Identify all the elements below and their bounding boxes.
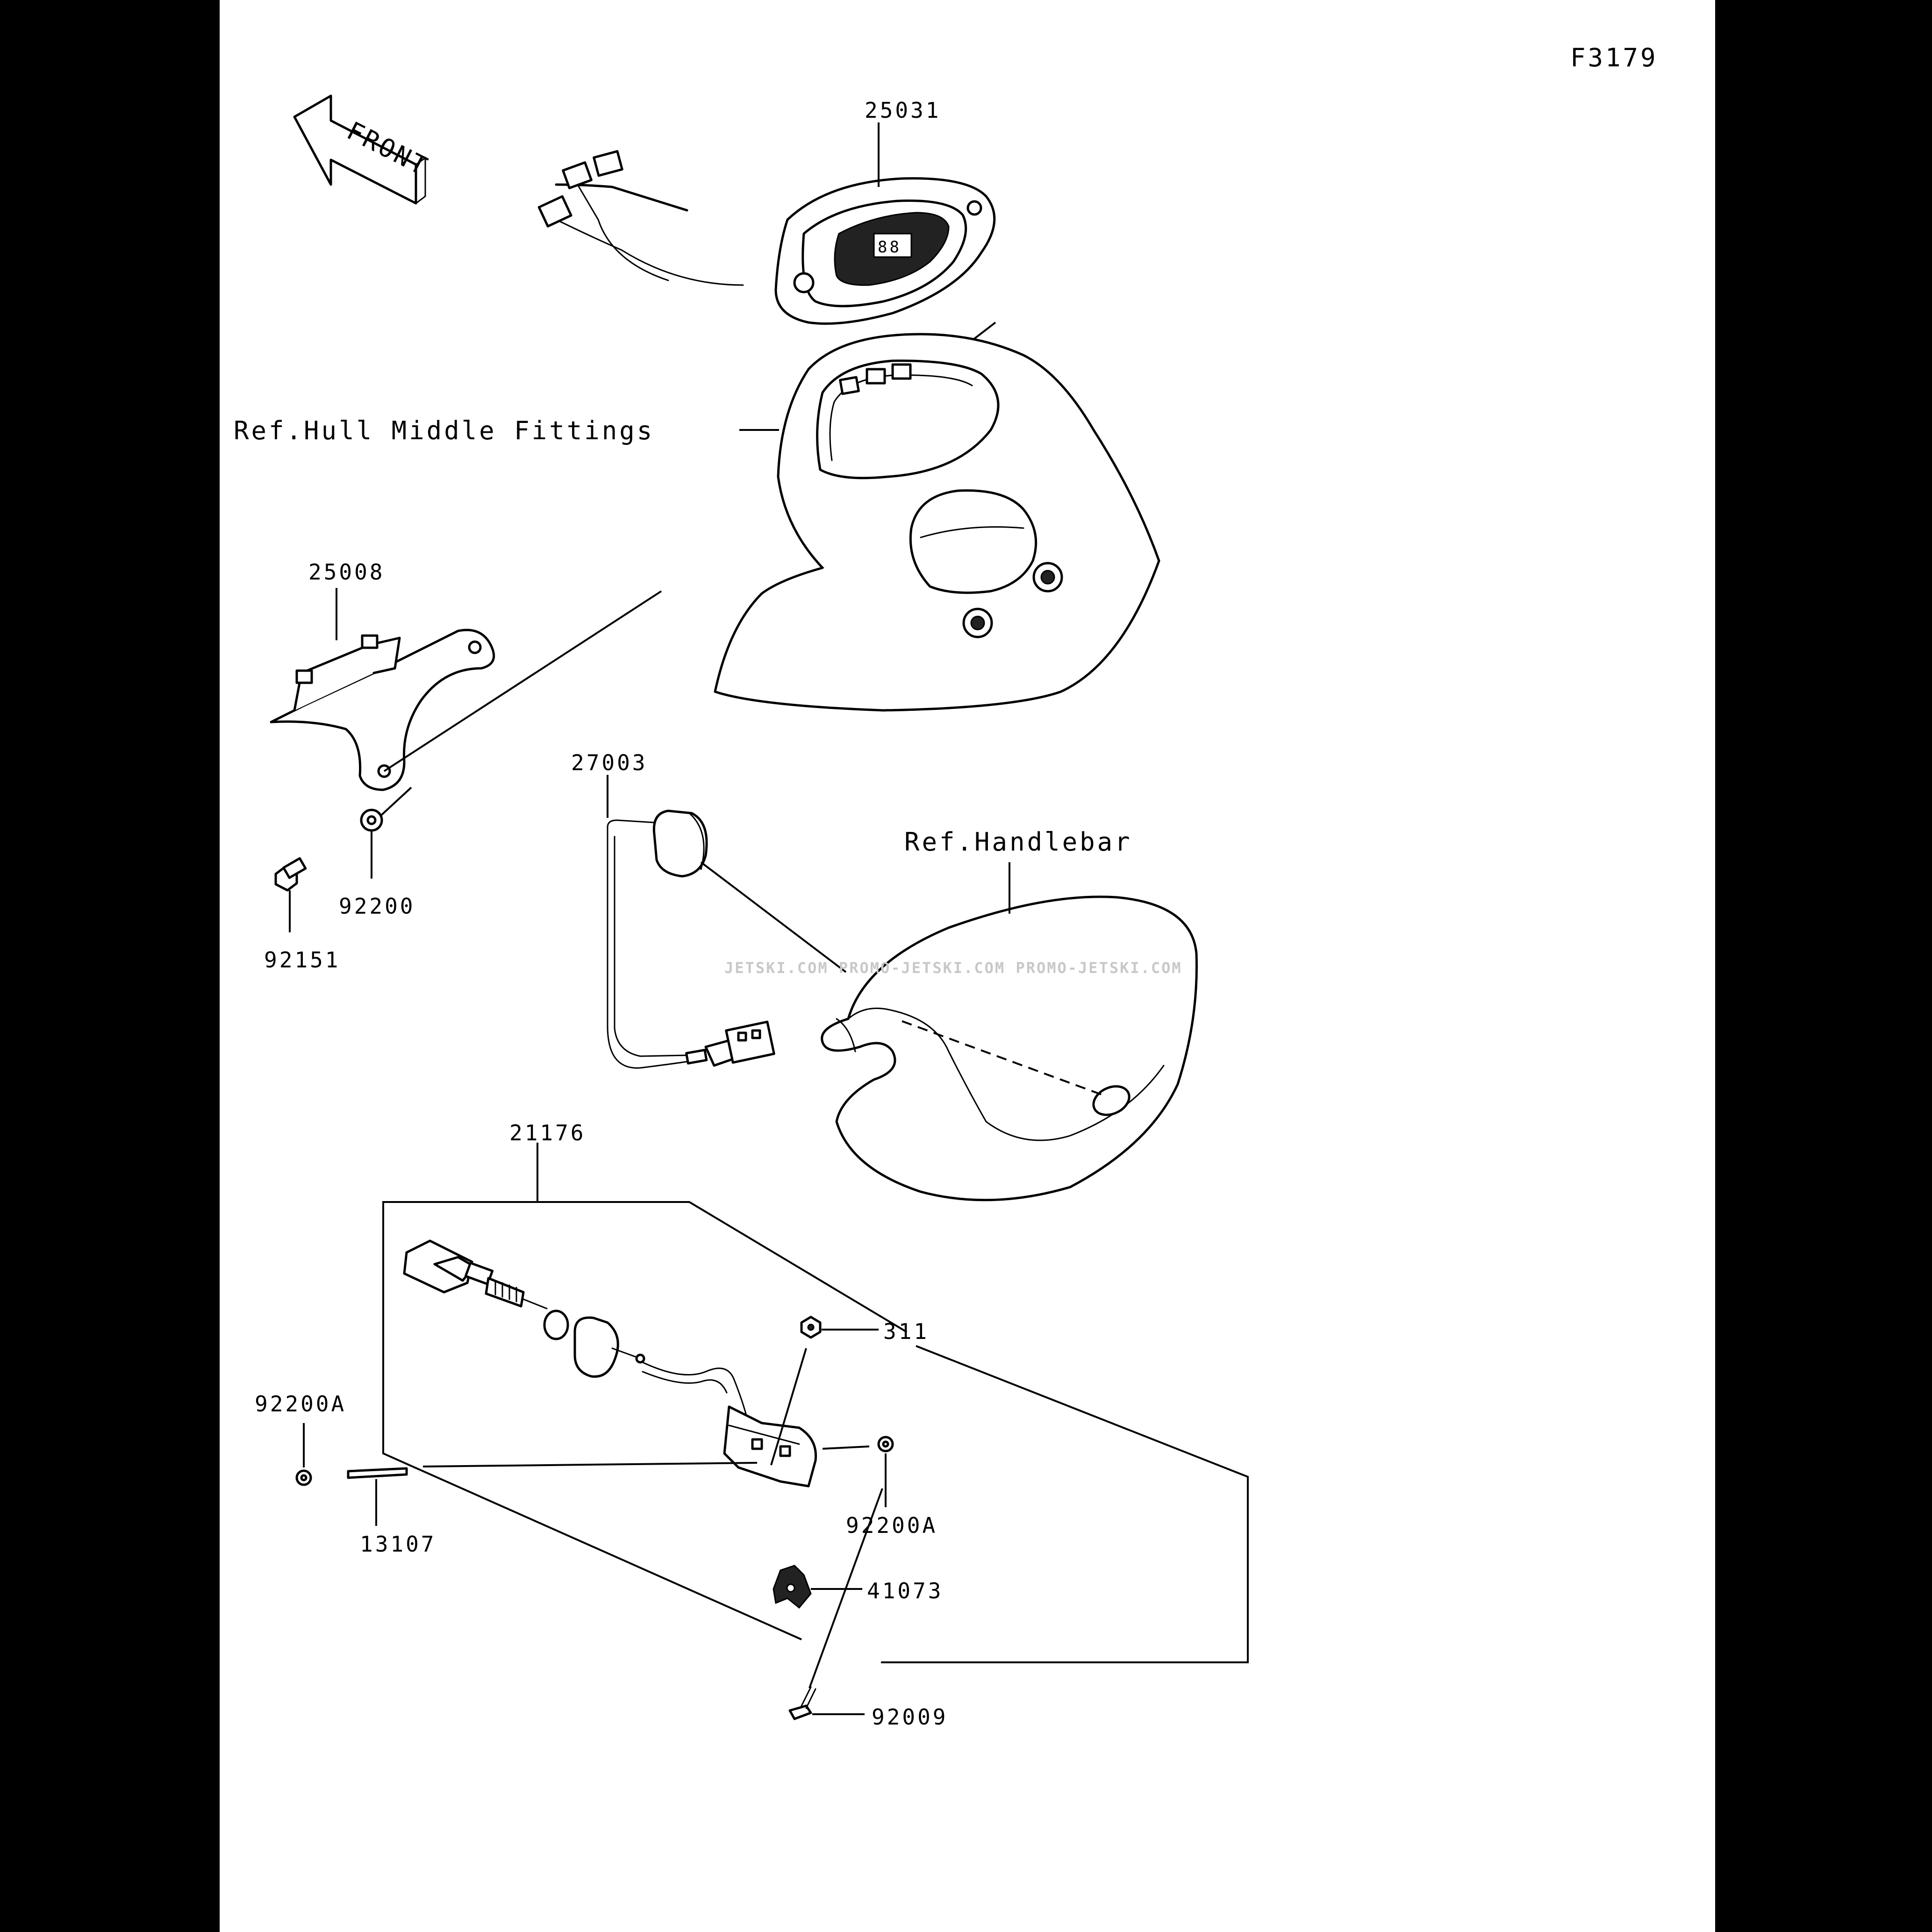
part-label-92151[interactable]: 92151 <box>264 947 340 973</box>
bolt-icon <box>274 857 307 892</box>
part-label-92009[interactable]: 92009 <box>872 1704 948 1730</box>
part-label-27003[interactable]: 27003 <box>571 750 647 775</box>
diagram-code: F3179 <box>1570 43 1658 72</box>
pin-icon <box>347 1467 408 1479</box>
front-arrow-icon: FRONT <box>293 94 434 205</box>
part-label-41073[interactable]: 41073 <box>867 1578 943 1603</box>
part-label-92200A-right[interactable]: 92200A <box>846 1513 937 1538</box>
sensor-assembly <box>607 809 775 1069</box>
hull-middle-fittings <box>714 333 1160 712</box>
part-label-25008[interactable]: 25008 <box>308 559 385 585</box>
part-label-25031[interactable]: 25031 <box>865 98 941 123</box>
watermark: JETSKI.COM PROMO-JETSKI.COM PROMO-JETSKI… <box>724 959 1182 977</box>
bracket <box>270 629 495 791</box>
parts-diagram-page: F3179 FRONT 88 25031 <box>220 0 1715 1932</box>
speed-sensor-kit <box>403 1239 817 1488</box>
ref-handlebar[interactable]: Ref.Handlebar <box>904 827 1132 857</box>
part-label-92200[interactable]: 92200 <box>339 894 415 919</box>
screw-icon <box>788 1686 816 1720</box>
grommet-icon <box>773 1565 812 1609</box>
group-outline <box>382 1201 908 1640</box>
ref-hull-middle-fittings[interactable]: Ref.Hull Middle Fittings <box>234 416 654 445</box>
meter-assembly: 88 <box>537 150 996 325</box>
part-label-21176[interactable]: 21176 <box>509 1120 586 1145</box>
handlebar <box>821 895 1198 1202</box>
part-label-13107[interactable]: 13107 <box>360 1531 436 1557</box>
part-label-92200A-left[interactable]: 92200A <box>255 1391 346 1417</box>
part-label-311[interactable]: 311 <box>883 1319 929 1344</box>
svg-text:88: 88 <box>878 238 902 257</box>
parts-diagram: F3179 FRONT 88 25031 <box>234 43 1658 1730</box>
